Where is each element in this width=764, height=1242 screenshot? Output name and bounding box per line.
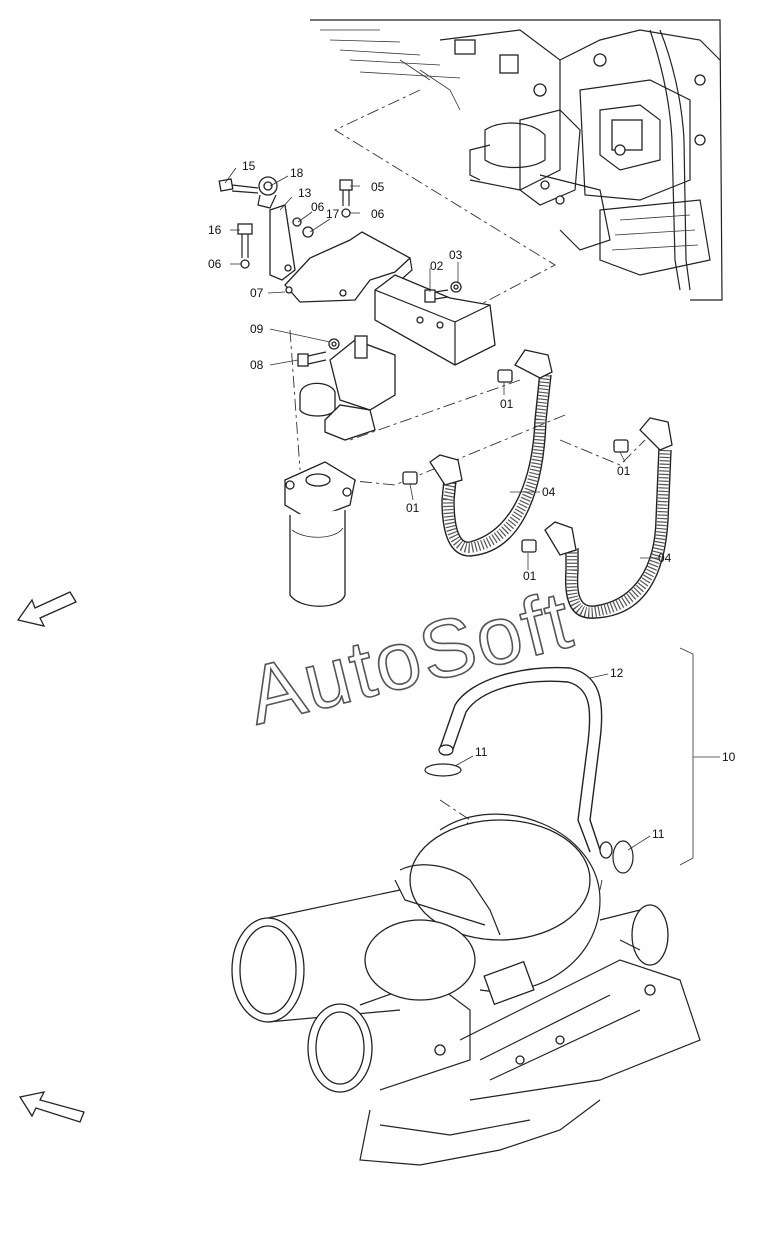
hose-clamp-11	[424, 763, 634, 874]
assembly-line	[349, 379, 521, 441]
bracket-assembly	[218, 176, 496, 607]
callout-03: 03	[449, 248, 463, 262]
fuel-filter	[284, 461, 356, 607]
washer-06	[292, 217, 302, 227]
callout-06: 06	[208, 257, 222, 271]
callout-13: 13	[298, 186, 312, 200]
callout-10: 10	[722, 750, 736, 764]
assembly-line	[334, 89, 556, 311]
callout-06: 06	[311, 200, 325, 214]
oil-return-hose-12	[438, 666, 613, 859]
callout-labels: 15 18 13 06 17 05 06 16 06 07 02 03 09 0…	[208, 159, 736, 841]
callout-01: 01	[500, 397, 514, 411]
engine-block	[310, 19, 723, 301]
bracket-plate	[374, 274, 496, 366]
callout-18: 18	[290, 166, 304, 180]
assembly-line	[599, 879, 603, 891]
callout-05: 05	[371, 180, 385, 194]
assembly-line	[289, 329, 301, 471]
callout-04: 04	[658, 551, 672, 565]
callout-02: 02	[430, 259, 444, 273]
callout-01: 01	[523, 569, 537, 583]
callout-04: 04	[542, 485, 556, 499]
bolt-15	[218, 178, 259, 194]
callout-12: 12	[610, 666, 624, 680]
assembly-line	[559, 439, 646, 466]
leader-lines	[224, 167, 660, 851]
filter-head	[299, 335, 396, 441]
direction-arrow-icon	[16, 591, 77, 627]
callout-06: 06	[371, 207, 385, 221]
callout-16: 16	[208, 223, 222, 237]
hose-04-left	[429, 349, 553, 557]
callout-08: 08	[250, 358, 264, 372]
turbocharger	[231, 813, 701, 1166]
assembly-line	[344, 414, 566, 486]
strap-13	[269, 204, 296, 281]
callout-07: 07	[250, 286, 264, 300]
washer-06	[302, 226, 314, 238]
callout-01: 01	[406, 501, 420, 515]
watermark: AutoSoft	[239, 574, 582, 742]
bolt-02	[424, 281, 462, 303]
hose-04-right	[544, 417, 673, 619]
callout-11: 11	[652, 827, 665, 841]
bolt-16	[237, 223, 253, 258]
callout-17: 17	[326, 207, 340, 221]
bolt-05	[339, 179, 353, 218]
washer-06	[240, 259, 250, 269]
direction-arrow-icon	[18, 1091, 85, 1123]
assembly-bracket-10	[679, 647, 720, 866]
clamp-18	[257, 176, 278, 209]
callout-11: 11	[475, 745, 488, 759]
callout-01: 01	[617, 464, 631, 478]
callout-09: 09	[250, 322, 264, 336]
callout-15: 15	[242, 159, 256, 173]
